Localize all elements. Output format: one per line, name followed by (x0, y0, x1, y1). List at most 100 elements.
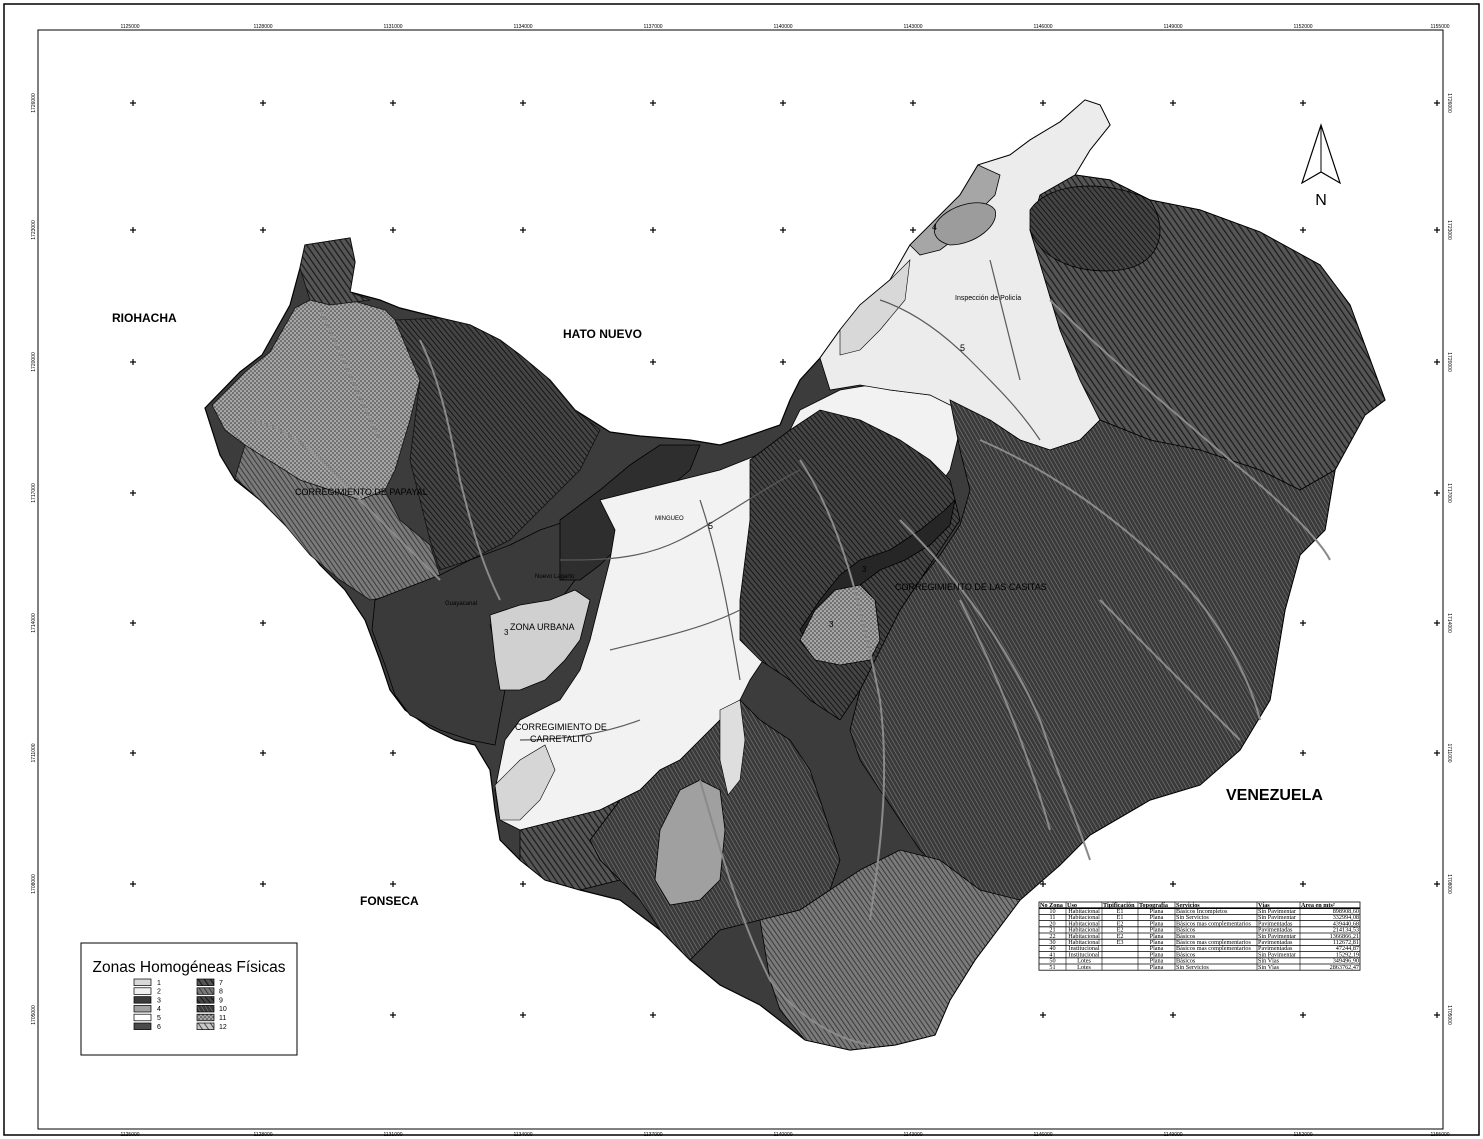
table-cell: Plana (1150, 945, 1164, 952)
legend-item: 6 (133, 1022, 161, 1031)
zone-number-3-mid: 3 (829, 620, 834, 629)
grid-cross (260, 881, 266, 887)
table-cell: Habitacional (1068, 933, 1100, 940)
table-cell: 40 (1049, 945, 1055, 952)
grid-cross (910, 227, 916, 233)
table-cell: E2 (1117, 920, 1124, 927)
zone-9-west (394, 317, 601, 571)
table-cell: Básicos (1176, 927, 1196, 934)
legend-swatch (133, 996, 152, 1004)
table-cell: Plana (1150, 933, 1164, 940)
road-network (519, 259, 1041, 741)
grid-cross (130, 227, 136, 233)
table-cell: Sin Vías (1258, 964, 1280, 971)
legend-swatch (133, 1013, 152, 1022)
bottom-tick-label: 1149000 (1163, 1132, 1182, 1138)
top-tick-label: 1149000 (1163, 24, 1182, 30)
table-cell: Habitacional (1068, 939, 1100, 946)
legend-label: 9 (219, 997, 223, 1004)
left-coordinate-ticks: 1726000172300017200001717000171400017110… (31, 93, 37, 1025)
table-header-cell: Vías (1258, 902, 1270, 909)
bottom-tick-label: 1125000 (120, 1132, 139, 1138)
right-tick-label: 1708000 (1446, 874, 1452, 894)
label-guayacanal: Guayacanal (445, 601, 477, 607)
table-cell: 30 (1049, 939, 1055, 946)
grid-cross (780, 100, 786, 106)
grid-cross (520, 1012, 526, 1018)
grid-cross (1040, 100, 1046, 106)
bottom-tick-label: 1146000 (1033, 1132, 1052, 1138)
legend-swatch (196, 987, 215, 995)
grid-cross (1434, 490, 1440, 496)
table-cell: 349496,90 (1333, 958, 1359, 965)
grid-cross (520, 100, 526, 106)
table-cell: Institucional (1069, 951, 1100, 958)
table-cell: Plana (1150, 927, 1164, 934)
grid-cross (1300, 227, 1306, 233)
zone-4-north-ellipse (933, 202, 996, 246)
legend-label: 7 (219, 980, 223, 987)
table-cell: Sin Servicios (1176, 964, 1209, 971)
legend-swatch (133, 978, 152, 986)
legend-label: 8 (219, 989, 223, 996)
grid-cross (260, 750, 266, 756)
table-cell: Sin Pavimentar (1258, 933, 1296, 940)
grid-cross (130, 881, 136, 887)
table-header-cell: Topografía (1139, 902, 1168, 909)
grid-cross (780, 227, 786, 233)
legend-item: 1 (133, 978, 161, 987)
left-tick-label: 1726000 (31, 93, 37, 113)
table-cell: 439440,68 (1333, 920, 1359, 927)
table-cell: 332994,08 (1333, 914, 1359, 921)
grid-cross (130, 100, 136, 106)
table-cell: 112672,81 (1333, 939, 1359, 946)
legend-label: 10 (219, 1006, 227, 1013)
table-cell: Básicos mas complementarios (1176, 939, 1252, 946)
grid-cross (260, 620, 266, 626)
table-cell: Plana (1150, 920, 1164, 927)
grid-cross (390, 100, 396, 106)
zone-2-south-strip (719, 699, 746, 796)
top-tick-label: 1137000 (643, 24, 662, 30)
label-papayal: CORREGIMIENTO DE PAPAYAL (295, 487, 428, 497)
label-las-casitas: CORREGIMIENTO DE LAS CASITAS (895, 582, 1047, 592)
grid-cross (520, 227, 526, 233)
bottom-tick-label: 1155000 (1430, 1132, 1449, 1138)
legend-item: 7 (196, 978, 223, 987)
label-policia: Inspección de Policía (955, 295, 1021, 302)
table-cell: Sin Pavimentar (1258, 951, 1296, 958)
right-coordinate-ticks: 1726000172300017200001717000171400017110… (1446, 93, 1452, 1025)
table-cell: Institucional (1069, 945, 1100, 952)
top-tick-label: 1143000 (903, 24, 922, 30)
label-nuevo-lagarto: Nuevo Lagarto (535, 574, 575, 580)
zone-number-5-center: 5 (708, 521, 713, 531)
bottom-tick-label: 1152000 (1293, 1132, 1312, 1138)
legend-item: 11 (196, 1013, 226, 1022)
left-tick-label: 1717000 (31, 483, 37, 503)
grid-cross (1040, 1012, 1046, 1018)
label-zona-urbana: ZONA URBANA (510, 622, 575, 632)
table-cell: Básicos mas complementarios (1176, 920, 1252, 927)
table-cell: 15292,19 (1336, 951, 1359, 958)
zone-number-5-north: 5 (960, 343, 965, 353)
grid-cross (130, 490, 136, 496)
bottom-tick-label: 1140000 (773, 1132, 792, 1138)
table-cell: Plana (1150, 958, 1164, 965)
legend-swatch (196, 1013, 215, 1022)
grid-cross (1434, 620, 1440, 626)
table-header-cell: Servicios (1176, 902, 1200, 909)
grid-cross (130, 620, 136, 626)
table-cell: E3 (1117, 939, 1124, 946)
grid-cross (390, 750, 396, 756)
table-cell: Pavimentadas (1258, 945, 1293, 952)
table-cell: 10 (1049, 908, 1055, 915)
right-tick-label: 1711000 (1446, 743, 1452, 762)
table-cell: 47244,87 (1336, 945, 1359, 952)
zone-2-northwest-strip (839, 259, 911, 356)
table-cell: Sin Servicios (1176, 914, 1209, 921)
table-cell: 11 (1050, 914, 1056, 921)
